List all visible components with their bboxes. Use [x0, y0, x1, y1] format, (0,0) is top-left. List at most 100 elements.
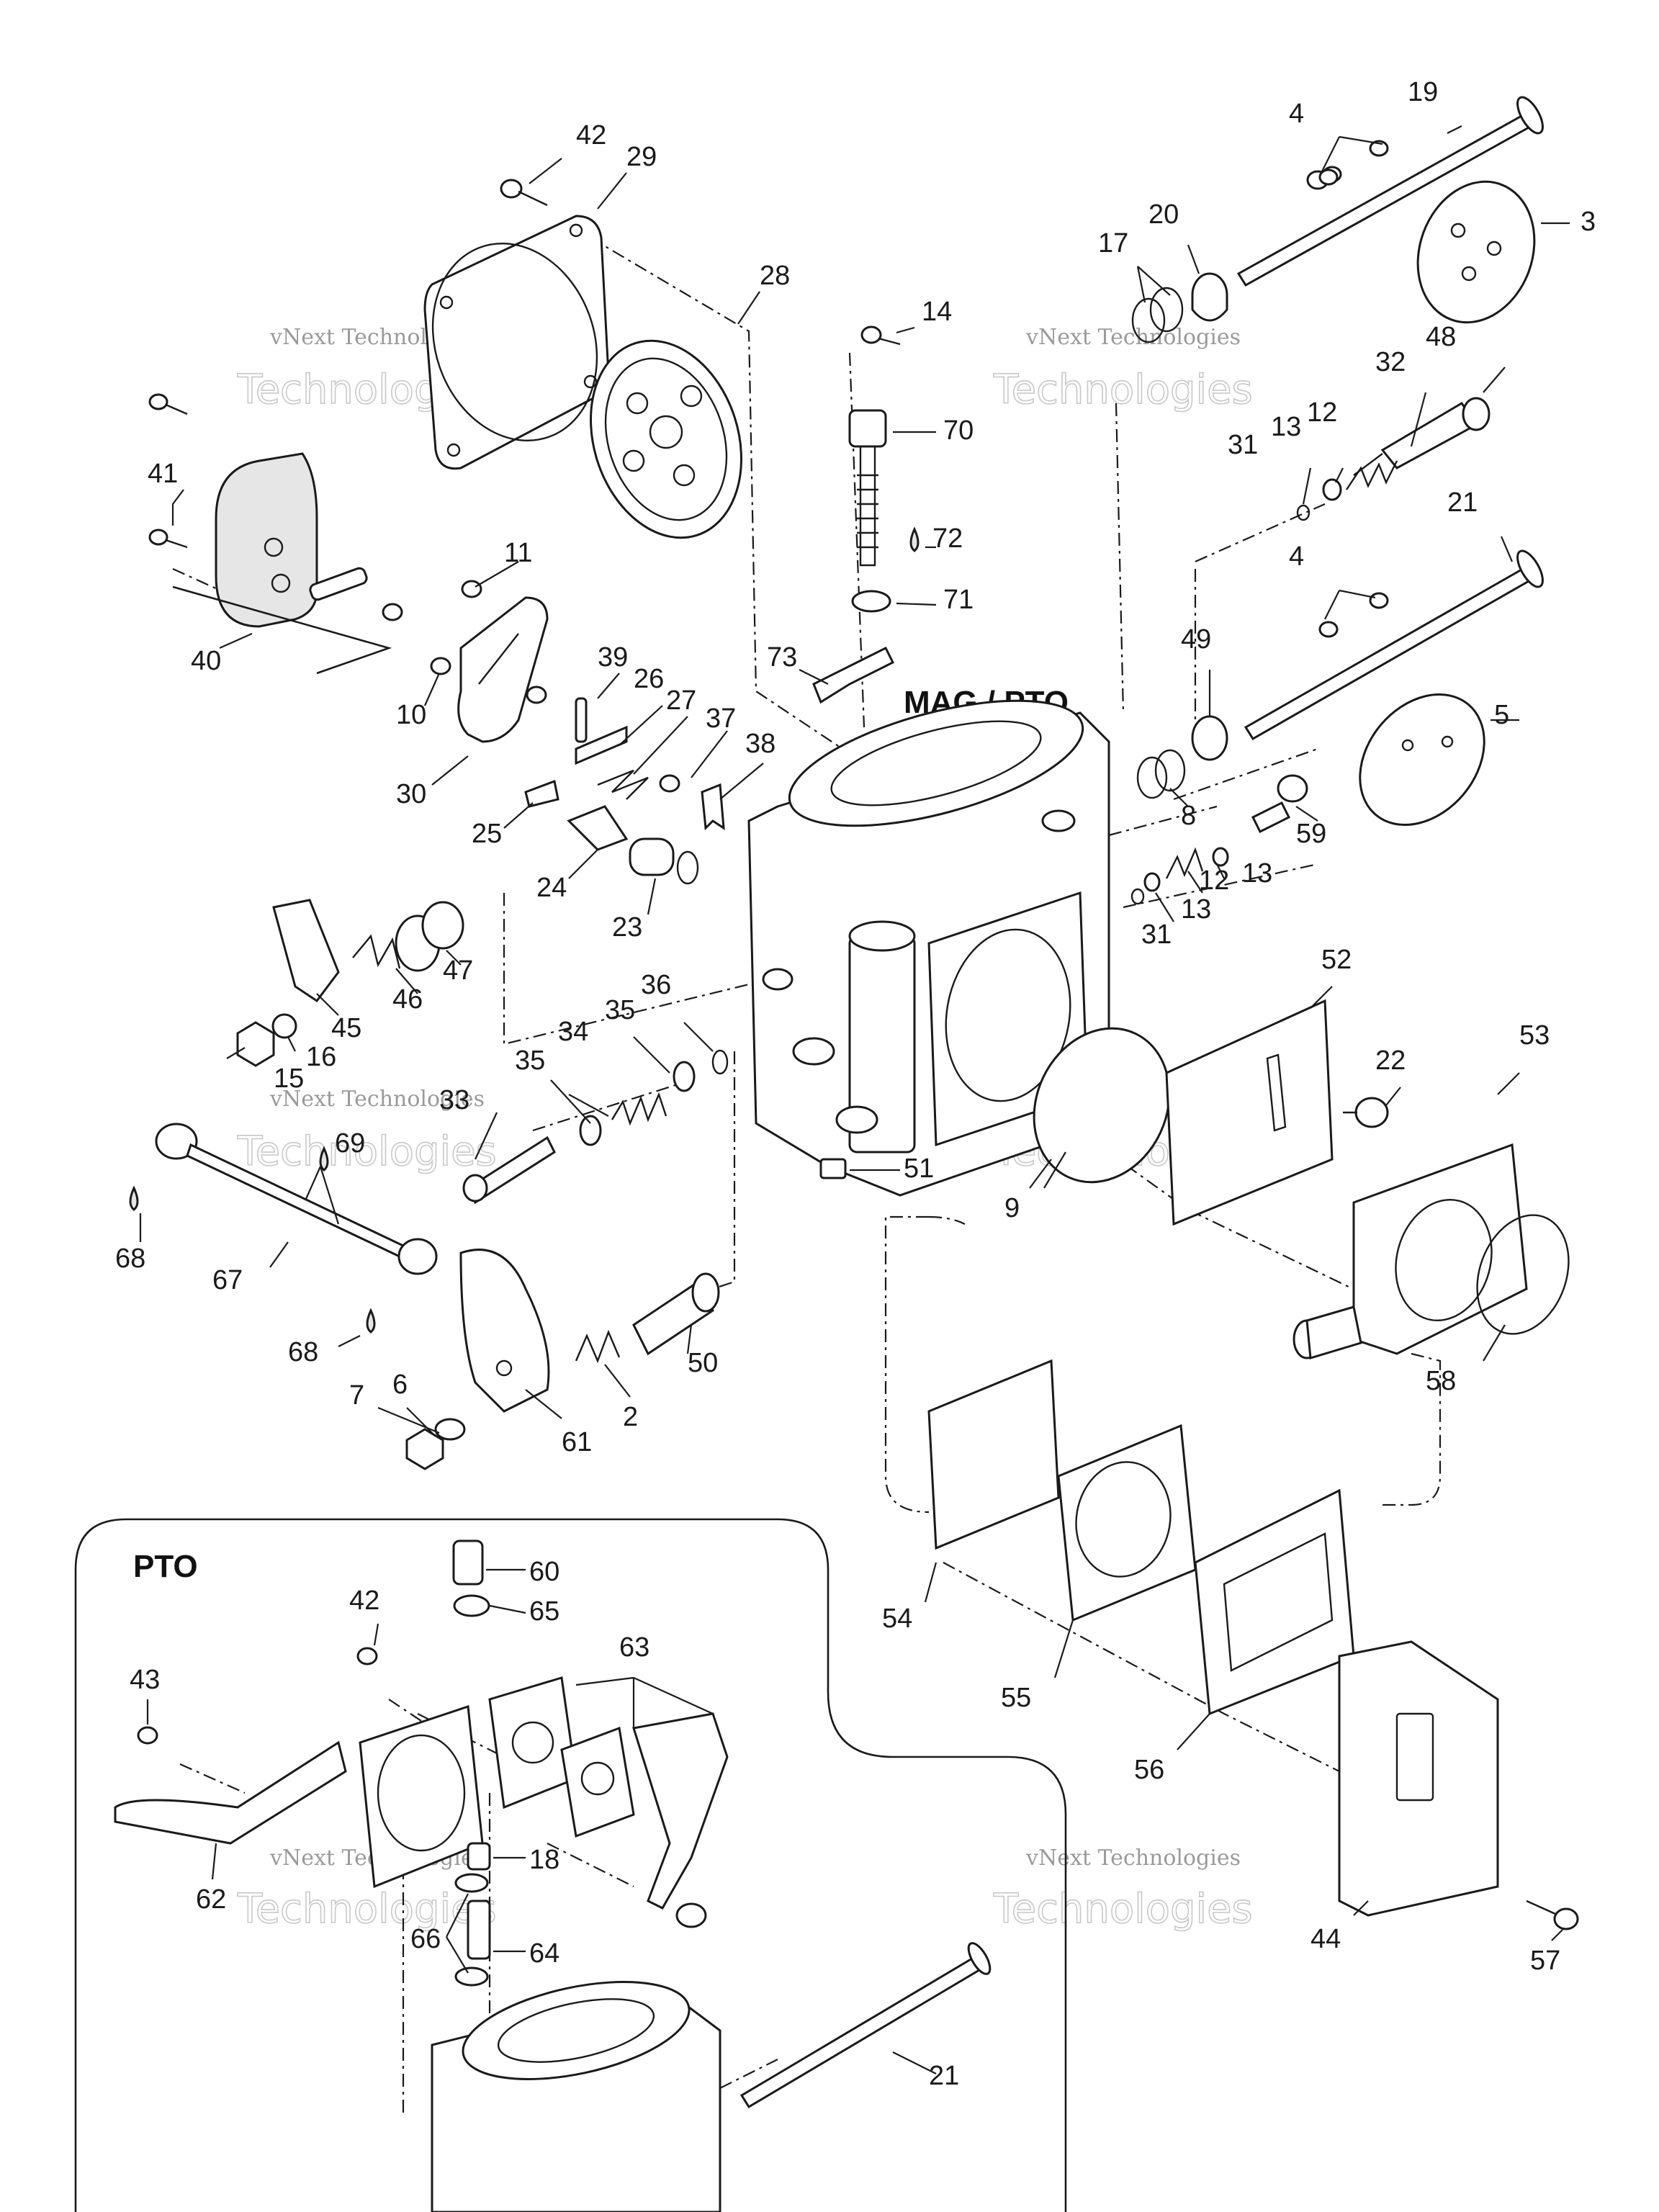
screw-icon [860, 325, 901, 346]
part-55-gasket [1057, 1424, 1197, 1622]
part-44-bracket [1338, 1640, 1499, 1917]
callout-6: 6 [392, 1370, 408, 1400]
part-70-bolt [848, 409, 887, 567]
callout-24: 24 [536, 873, 567, 903]
callout-42: 42 [349, 1586, 379, 1616]
pto-inset-frame [74, 1518, 1067, 2212]
watermark-text: vNext Technologies [269, 1087, 485, 1112]
callout-68: 68 [115, 1244, 145, 1274]
callout-23: 23 [612, 912, 642, 943]
callout-46: 46 [392, 984, 423, 1015]
part-27-spring [597, 769, 649, 800]
part-9-gasket [1033, 1027, 1171, 1184]
part-53-fuel-pump-body [1292, 1143, 1528, 1359]
part-26-lever [575, 725, 628, 765]
callout-39: 39 [598, 642, 628, 673]
part-34-spring [611, 1092, 667, 1126]
callout-21: 21 [929, 2061, 959, 2091]
part-16-washer [271, 1013, 297, 1039]
callout-71: 71 [943, 585, 974, 615]
part-21-throttle-shaft [1244, 549, 1544, 741]
callout-32: 32 [1375, 347, 1406, 377]
callout-9: 9 [1004, 1193, 1020, 1223]
callout-36: 36 [641, 970, 671, 1000]
callout-18: 18 [529, 1845, 559, 1875]
callout-13: 13 [1242, 858, 1272, 889]
part-67-link-rod [155, 1123, 438, 1275]
callout-10: 10 [396, 700, 426, 730]
oil-drop-icon [129, 1185, 139, 1211]
callout-61: 61 [562, 1427, 592, 1457]
carburetor-body-pto [431, 1981, 721, 2212]
section-label-pto: PTO [133, 1549, 198, 1584]
callout-43: 43 [130, 1665, 160, 1695]
callout-65: 65 [529, 1596, 559, 1627]
screw-icon [1526, 1899, 1579, 1930]
callout-66: 66 [410, 1924, 441, 1954]
callout-22: 22 [1375, 1046, 1406, 1076]
leader-lines [139, 125, 1570, 2074]
callout-67: 67 [212, 1265, 243, 1295]
callout-59: 59 [1296, 819, 1326, 849]
part-39-pin [575, 697, 588, 743]
callout-60: 60 [529, 1557, 559, 1587]
callout-33: 33 [439, 1085, 469, 1115]
callout-4: 4 [1289, 541, 1304, 572]
callout-37: 37 [706, 703, 736, 734]
callout-5: 5 [1494, 700, 1509, 730]
callout-58: 58 [1426, 1366, 1456, 1396]
part-45-lever [272, 899, 340, 1003]
watermark-text: Technologies [993, 367, 1253, 413]
screw-icon [137, 1726, 158, 1745]
part-7-nut [405, 1428, 444, 1470]
part-24-needle-valve [567, 805, 629, 851]
callout-8: 8 [1181, 801, 1196, 831]
part-23-valve-seat [629, 837, 699, 885]
part-13-washer [1322, 478, 1342, 501]
callout-35: 35 [515, 1046, 545, 1076]
screw-icon [659, 774, 680, 793]
callout-3: 3 [1581, 207, 1596, 237]
screw-icon [148, 393, 188, 549]
callout-4: 4 [1289, 99, 1304, 129]
part-62-lever-arm [114, 1740, 347, 1845]
part-58-o-ring [1476, 1214, 1570, 1335]
part-31-o-ring [1130, 888, 1145, 905]
callout-29: 29 [626, 142, 657, 172]
part-47-bushing [395, 901, 464, 972]
callout-13: 13 [1271, 412, 1301, 442]
callout-47: 47 [443, 956, 473, 986]
callout-42: 42 [576, 120, 606, 150]
screw-icon [1318, 140, 1389, 186]
callout-labels: 42 29 28 14 70 72 71 73 4 19 3 20 17 48 … [115, 77, 1596, 2091]
part-51-nut [819, 1158, 847, 1179]
screw-icon [356, 1647, 378, 1665]
part-49-bushing [1191, 715, 1228, 761]
part-40-filter-block [172, 452, 403, 675]
callout-41: 41 [148, 459, 178, 489]
part-31-o-ring [1296, 504, 1310, 521]
callout-54: 54 [882, 1604, 912, 1634]
part-38-clip [701, 783, 725, 831]
part-66-clamp [454, 1873, 489, 1893]
callout-17: 17 [1098, 228, 1128, 258]
callout-7: 7 [349, 1380, 364, 1411]
part-64-hose [467, 1899, 491, 1960]
part-56-pump-cover [1194, 1488, 1355, 1716]
callout-51: 51 [904, 1154, 934, 1184]
callout-25: 25 [472, 819, 502, 849]
part-50-bushing [632, 1272, 720, 1356]
part-60-fitting [452, 1539, 484, 1586]
part-25-pin [524, 779, 559, 808]
callout-48: 48 [1426, 322, 1456, 352]
part-65-clamp [453, 1594, 490, 1617]
part-35-washer [673, 1061, 696, 1092]
callout-13: 13 [1181, 894, 1211, 925]
part-59-adjust-screw [1251, 774, 1308, 834]
callout-35: 35 [605, 995, 635, 1025]
callout-70: 70 [943, 415, 974, 446]
part-21-pto-shaft [739, 1942, 992, 2109]
callout-16: 16 [306, 1042, 336, 1072]
part-12-spring [1346, 460, 1398, 490]
part-15-nut [236, 1021, 275, 1067]
